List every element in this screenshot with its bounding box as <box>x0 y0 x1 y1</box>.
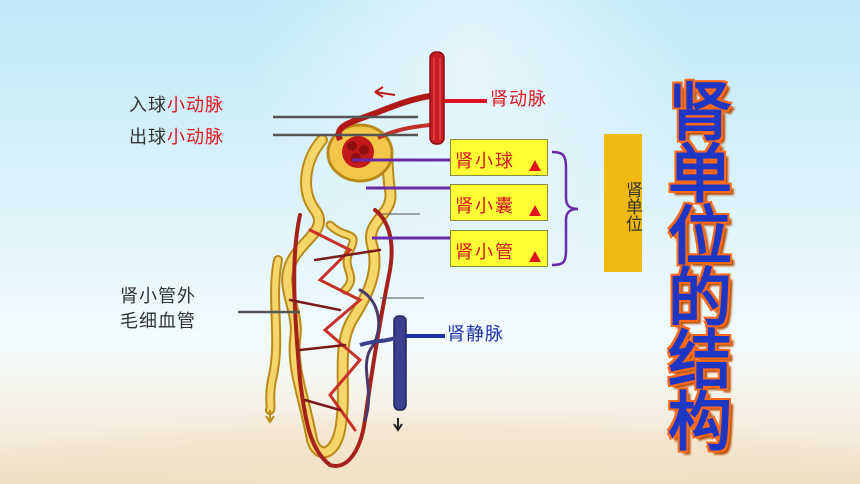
triangle-marker-icon <box>529 205 541 216</box>
part-label-capsule: 肾小囊 <box>455 196 515 217</box>
renal-vein-vessel <box>393 315 407 411</box>
page-title: 肾单位的结构 <box>657 78 731 450</box>
capillary-label-line2: 毛细血管 <box>120 311 196 332</box>
part-box-tubule: 肾小管 <box>450 230 548 267</box>
vein-outflow-arrow-head <box>393 423 403 432</box>
background-sand <box>0 414 860 484</box>
part-label-tubule: 肾小管 <box>455 242 515 263</box>
triangle-marker-icon <box>529 160 541 171</box>
efferent-prefix: 出球 <box>129 127 167 148</box>
nephron-label-box: 肾单位 <box>604 134 642 272</box>
flow-arrow-head <box>374 86 384 98</box>
efferent-arteriole-label: 出球小动脉 <box>129 128 224 148</box>
nephron-bracket <box>551 150 579 267</box>
efferent-suffix: 小动脉 <box>167 127 224 148</box>
afferent-arteriole-label: 入球小动脉 <box>129 96 224 116</box>
tubule-outflow-arrow-head <box>265 415 275 424</box>
peritubular-capillaries <box>288 208 394 468</box>
flow-arrow <box>374 91 396 96</box>
afferent-suffix: 小动脉 <box>167 95 224 116</box>
renal-tubule <box>265 132 397 459</box>
afferent-prefix: 入球 <box>129 95 167 116</box>
vein-branch <box>359 336 396 347</box>
renal-artery-highlight <box>433 58 441 140</box>
triangle-marker-icon <box>529 251 541 262</box>
part-box-capsule: 肾小囊 <box>450 184 548 221</box>
glomerulus <box>342 136 374 168</box>
part-label-glomerulus: 肾小球 <box>455 151 515 172</box>
renal-artery-label: 肾动脉 <box>490 89 547 110</box>
renal-artery-vessel <box>429 51 445 145</box>
renal-vein-label: 肾静脉 <box>447 324 504 345</box>
capillary-label-line1: 肾小管外 <box>120 286 196 307</box>
part-box-glomerulus: 肾小球 <box>450 139 548 176</box>
